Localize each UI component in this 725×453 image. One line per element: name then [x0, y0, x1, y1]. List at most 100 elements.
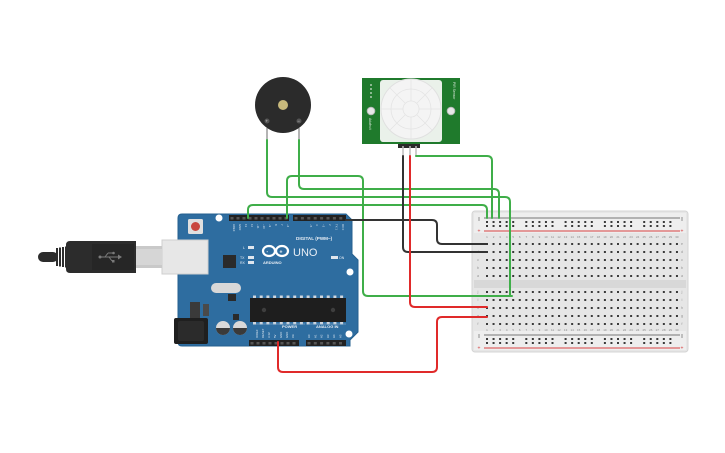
terminal-hole[interactable] — [636, 299, 639, 301]
terminal-hole[interactable] — [518, 315, 521, 317]
header-pin[interactable] — [320, 217, 324, 220]
rail-hole[interactable] — [590, 221, 593, 223]
rail-hole[interactable] — [577, 342, 580, 344]
rail-hole[interactable] — [544, 342, 547, 344]
header-pin[interactable] — [307, 217, 311, 220]
terminal-hole[interactable] — [590, 267, 593, 269]
header-pin[interactable] — [230, 217, 234, 220]
terminal-hole[interactable] — [577, 243, 580, 245]
terminal-hole[interactable] — [571, 275, 574, 277]
terminal-hole[interactable] — [564, 291, 567, 293]
rail-hole[interactable] — [656, 342, 659, 344]
rail-hole[interactable] — [505, 338, 508, 340]
terminal-hole[interactable] — [518, 307, 521, 309]
terminal-hole[interactable] — [518, 299, 521, 301]
rail-hole[interactable] — [649, 342, 652, 344]
terminal-hole[interactable] — [675, 291, 678, 293]
rail-hole[interactable] — [630, 338, 633, 340]
terminal-hole[interactable] — [643, 275, 646, 277]
terminal-hole[interactable] — [636, 291, 639, 293]
terminal-hole[interactable] — [675, 243, 678, 245]
terminal-hole[interactable] — [564, 299, 567, 301]
rail-hole[interactable] — [603, 342, 606, 344]
wire-pir-vcc[interactable] — [409, 155, 488, 308]
terminal-hole[interactable] — [531, 243, 534, 245]
terminal-hole[interactable] — [551, 291, 554, 293]
terminal-hole[interactable] — [499, 299, 502, 301]
rail-hole[interactable] — [630, 221, 633, 223]
terminal-hole[interactable] — [656, 315, 659, 317]
header-pin[interactable] — [313, 217, 317, 220]
rail-hole[interactable] — [492, 338, 495, 340]
terminal-hole[interactable] — [512, 299, 515, 301]
terminal-hole[interactable] — [597, 323, 600, 325]
rail-hole[interactable] — [564, 338, 567, 340]
rail-hole[interactable] — [584, 221, 587, 223]
terminal-hole[interactable] — [512, 251, 515, 253]
wire-pir-out[interactable] — [415, 155, 493, 219]
terminal-hole[interactable] — [518, 251, 521, 253]
terminal-hole[interactable] — [531, 251, 534, 253]
terminal-hole[interactable] — [525, 275, 528, 277]
rail-hole[interactable] — [571, 338, 574, 340]
header-pin[interactable] — [262, 342, 266, 345]
terminal-hole[interactable] — [636, 323, 639, 325]
terminal-hole[interactable] — [577, 275, 580, 277]
terminal-hole[interactable] — [499, 275, 502, 277]
terminal-hole[interactable] — [662, 275, 665, 277]
terminal-hole[interactable] — [603, 243, 606, 245]
terminal-hole[interactable] — [656, 251, 659, 253]
terminal-hole[interactable] — [597, 243, 600, 245]
terminal-hole[interactable] — [656, 299, 659, 301]
terminal-hole[interactable] — [617, 243, 619, 245]
rail-hole[interactable] — [525, 342, 528, 344]
terminal-hole[interactable] — [662, 267, 665, 269]
rail-hole[interactable] — [551, 225, 554, 227]
terminal-hole[interactable] — [518, 275, 521, 277]
rail-hole[interactable] — [505, 342, 508, 344]
terminal-hole[interactable] — [538, 307, 541, 309]
terminal-hole[interactable] — [617, 267, 619, 269]
terminal-hole[interactable] — [486, 299, 488, 301]
rail-hole[interactable] — [656, 338, 659, 340]
terminal-hole[interactable] — [492, 307, 495, 309]
rail-hole[interactable] — [669, 221, 672, 223]
rail-hole[interactable] — [531, 221, 534, 223]
rail-hole[interactable] — [525, 221, 528, 223]
wire-arduino-gnd-2[interactable] — [345, 219, 488, 245]
terminal-hole[interactable] — [669, 267, 672, 269]
terminal-hole[interactable] — [623, 315, 626, 317]
terminal-hole[interactable] — [643, 307, 646, 309]
terminal-hole[interactable] — [584, 243, 587, 245]
rail-hole[interactable] — [551, 338, 554, 340]
terminal-hole[interactable] — [499, 307, 502, 309]
terminal-hole[interactable] — [649, 259, 652, 261]
terminal-hole[interactable] — [610, 243, 613, 245]
rail-hole[interactable] — [538, 342, 541, 344]
terminal-hole[interactable] — [636, 243, 639, 245]
terminal-hole[interactable] — [505, 323, 508, 325]
terminal-hole[interactable] — [675, 275, 678, 277]
wire-arduino-d8[interactable] — [286, 175, 513, 297]
terminal-hole[interactable] — [675, 315, 678, 317]
terminal-hole[interactable] — [499, 251, 502, 253]
terminal-hole[interactable] — [669, 307, 672, 309]
terminal-hole[interactable] — [518, 259, 521, 261]
rail-hole[interactable] — [544, 225, 547, 227]
terminal-hole[interactable] — [492, 291, 495, 293]
terminal-hole[interactable] — [512, 275, 515, 277]
terminal-hole[interactable] — [675, 267, 678, 269]
terminal-hole[interactable] — [603, 299, 606, 301]
rail-hole[interactable] — [617, 225, 619, 227]
rail-hole[interactable] — [486, 225, 488, 227]
terminal-hole[interactable] — [525, 291, 528, 293]
terminal-hole[interactable] — [617, 299, 619, 301]
rail-hole[interactable] — [577, 221, 580, 223]
rail-hole[interactable] — [649, 225, 652, 227]
rail-hole[interactable] — [499, 221, 502, 223]
terminal-hole[interactable] — [669, 315, 672, 317]
rail-hole[interactable] — [610, 338, 613, 340]
wire-buzzer-plus[interactable] — [266, 139, 511, 297]
terminal-hole[interactable] — [610, 299, 613, 301]
terminal-hole[interactable] — [597, 315, 600, 317]
